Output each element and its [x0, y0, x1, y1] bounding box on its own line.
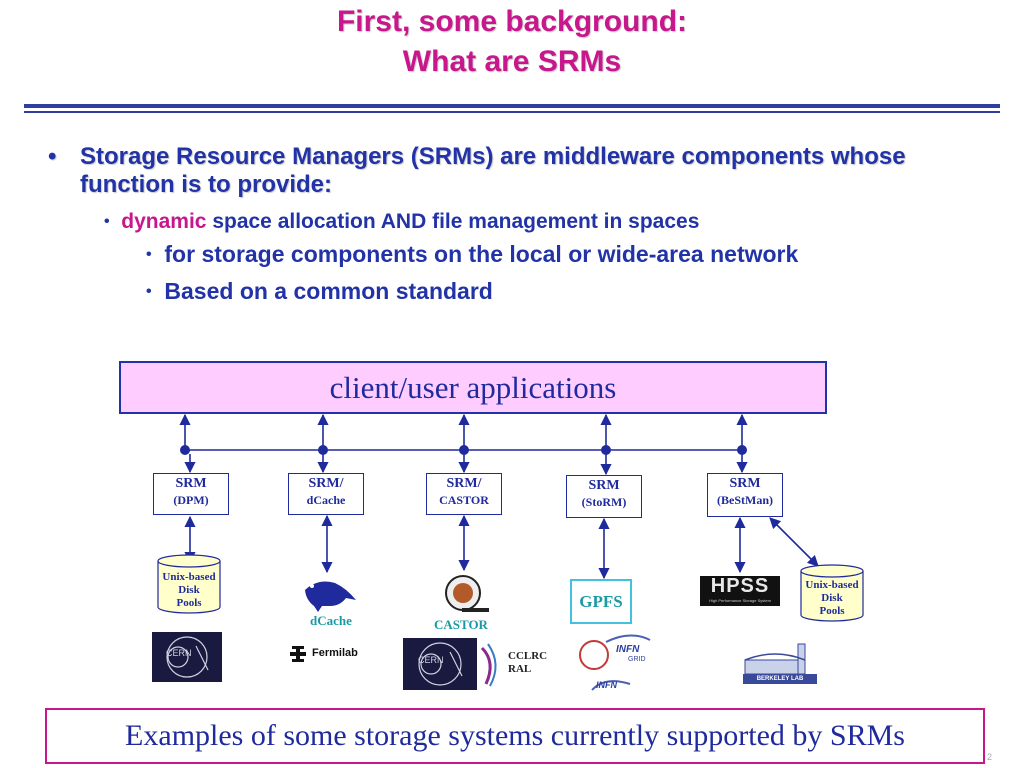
- castor-logo-icon: [445, 575, 489, 612]
- bullet-text: for storage components on the local or w…: [164, 241, 799, 267]
- disk-pool-line: Pools: [176, 597, 202, 609]
- srm-box-bestman: SRM (BeStMan): [707, 473, 783, 517]
- bus-node: [459, 445, 469, 455]
- cern-logo-icon-2: [403, 638, 477, 690]
- bullet-marker: •: [146, 246, 152, 263]
- bus-node: [737, 445, 747, 455]
- disk-pool-label-1: Unix-based Disk Pools: [158, 571, 220, 610]
- ral-line: RAL: [508, 663, 532, 675]
- srm-sublabel: CASTOR: [439, 493, 489, 507]
- srm-label: SRM: [588, 478, 620, 493]
- cclrc-ral-label: CCLRC RAL: [508, 650, 547, 676]
- infn-grid-text: GRID: [628, 656, 646, 663]
- srm-label: SRM: [729, 476, 761, 491]
- srm-label: SRM: [175, 476, 207, 491]
- infn-logo-text-1: INFN: [616, 644, 640, 655]
- gpfs-box: GPFS: [570, 579, 632, 624]
- bullet-text: Based on a common standard: [164, 278, 493, 304]
- title-rule-top: [24, 104, 1000, 108]
- disk-pool-cylinder-2: [800, 564, 864, 622]
- disk-pool-line: Pools: [819, 605, 845, 617]
- client-applications-box: client/user applications: [119, 361, 827, 414]
- srm-sublabel: (BeStMan): [717, 493, 773, 507]
- srm-box-dcache: SRM/ dCache: [288, 473, 364, 515]
- disk-pool-line: Unix-based: [805, 579, 859, 591]
- cclrc-line: CCLRC: [508, 650, 548, 662]
- castor-label: CASTOR: [434, 617, 488, 632]
- bullet-marker: •: [146, 283, 152, 300]
- cern-logo-icon-1: [152, 632, 222, 682]
- bullet-marker: •: [104, 213, 110, 230]
- diagram-caption: Examples of some storage systems current…: [45, 708, 985, 764]
- disk-pool-line: Disk: [178, 584, 200, 596]
- bullet-keyword: dynamic: [121, 210, 207, 233]
- berkeley-lab-text: BERKELEY LAB: [756, 676, 804, 682]
- cclrc-logo-icon: [480, 643, 497, 687]
- srm-box-castor: SRM/ CASTOR: [426, 473, 502, 515]
- bus-node: [601, 445, 611, 455]
- srm-sublabel: dCache: [306, 493, 346, 507]
- bullet-level-3-a: • for storage components on the local or…: [146, 240, 798, 272]
- infn-logo-text-2: INFN: [596, 680, 617, 690]
- dcache-bird-icon: [305, 581, 356, 612]
- srm-label: SRM/: [446, 476, 482, 491]
- cern-logo-text-2: CERN: [418, 655, 444, 665]
- srm-box-dpm: SRM (DPM): [153, 473, 229, 515]
- hpss-logo-text: HPSS: [710, 575, 770, 597]
- bullet-marker: •: [48, 143, 57, 170]
- disk-pool-line: Unix-based: [162, 571, 216, 583]
- bullet-level-3-b: • Based on a common standard: [146, 277, 493, 309]
- fermilab-label: Fermilab: [312, 647, 358, 659]
- bus-node: [180, 445, 190, 455]
- bullet-level-2: • dynamic space allocation AND file mana…: [104, 209, 699, 237]
- fermilab-logo-icon: [290, 646, 306, 662]
- hpss-logo-icon: [700, 576, 780, 606]
- page-number: 2: [987, 752, 993, 762]
- slide-title-line-2: What are SRMs: [402, 45, 622, 78]
- title-rule-bottom: [24, 111, 1000, 113]
- dcache-label: dCache: [310, 613, 352, 628]
- cern-logo-text-1: CERN: [166, 648, 192, 658]
- srm-label: SRM/: [308, 476, 344, 491]
- disk-pool-label-2: Unix-based Disk Pools: [801, 579, 863, 618]
- infn-logo-icon: [579, 634, 651, 691]
- disk-pool-line: Disk: [821, 592, 843, 604]
- berkeley-lab-logo-icon: [743, 643, 817, 684]
- hpss-tagline: High Performance Storage System: [709, 598, 771, 603]
- srm-box-storm: SRM (StoRM): [566, 475, 642, 518]
- arrow-storage-6: [769, 517, 819, 567]
- bullet-text: Storage Resource Managers (SRMs) are mid…: [80, 143, 906, 198]
- srm-sublabel: (DPM): [173, 493, 209, 507]
- bullet-text: space allocation AND file management in …: [206, 210, 700, 233]
- slide-title-line-1: First, some background:: [336, 5, 688, 38]
- bus-node: [318, 445, 328, 455]
- disk-pool-cylinder-1: [157, 554, 221, 614]
- srm-sublabel: (StoRM): [581, 495, 627, 509]
